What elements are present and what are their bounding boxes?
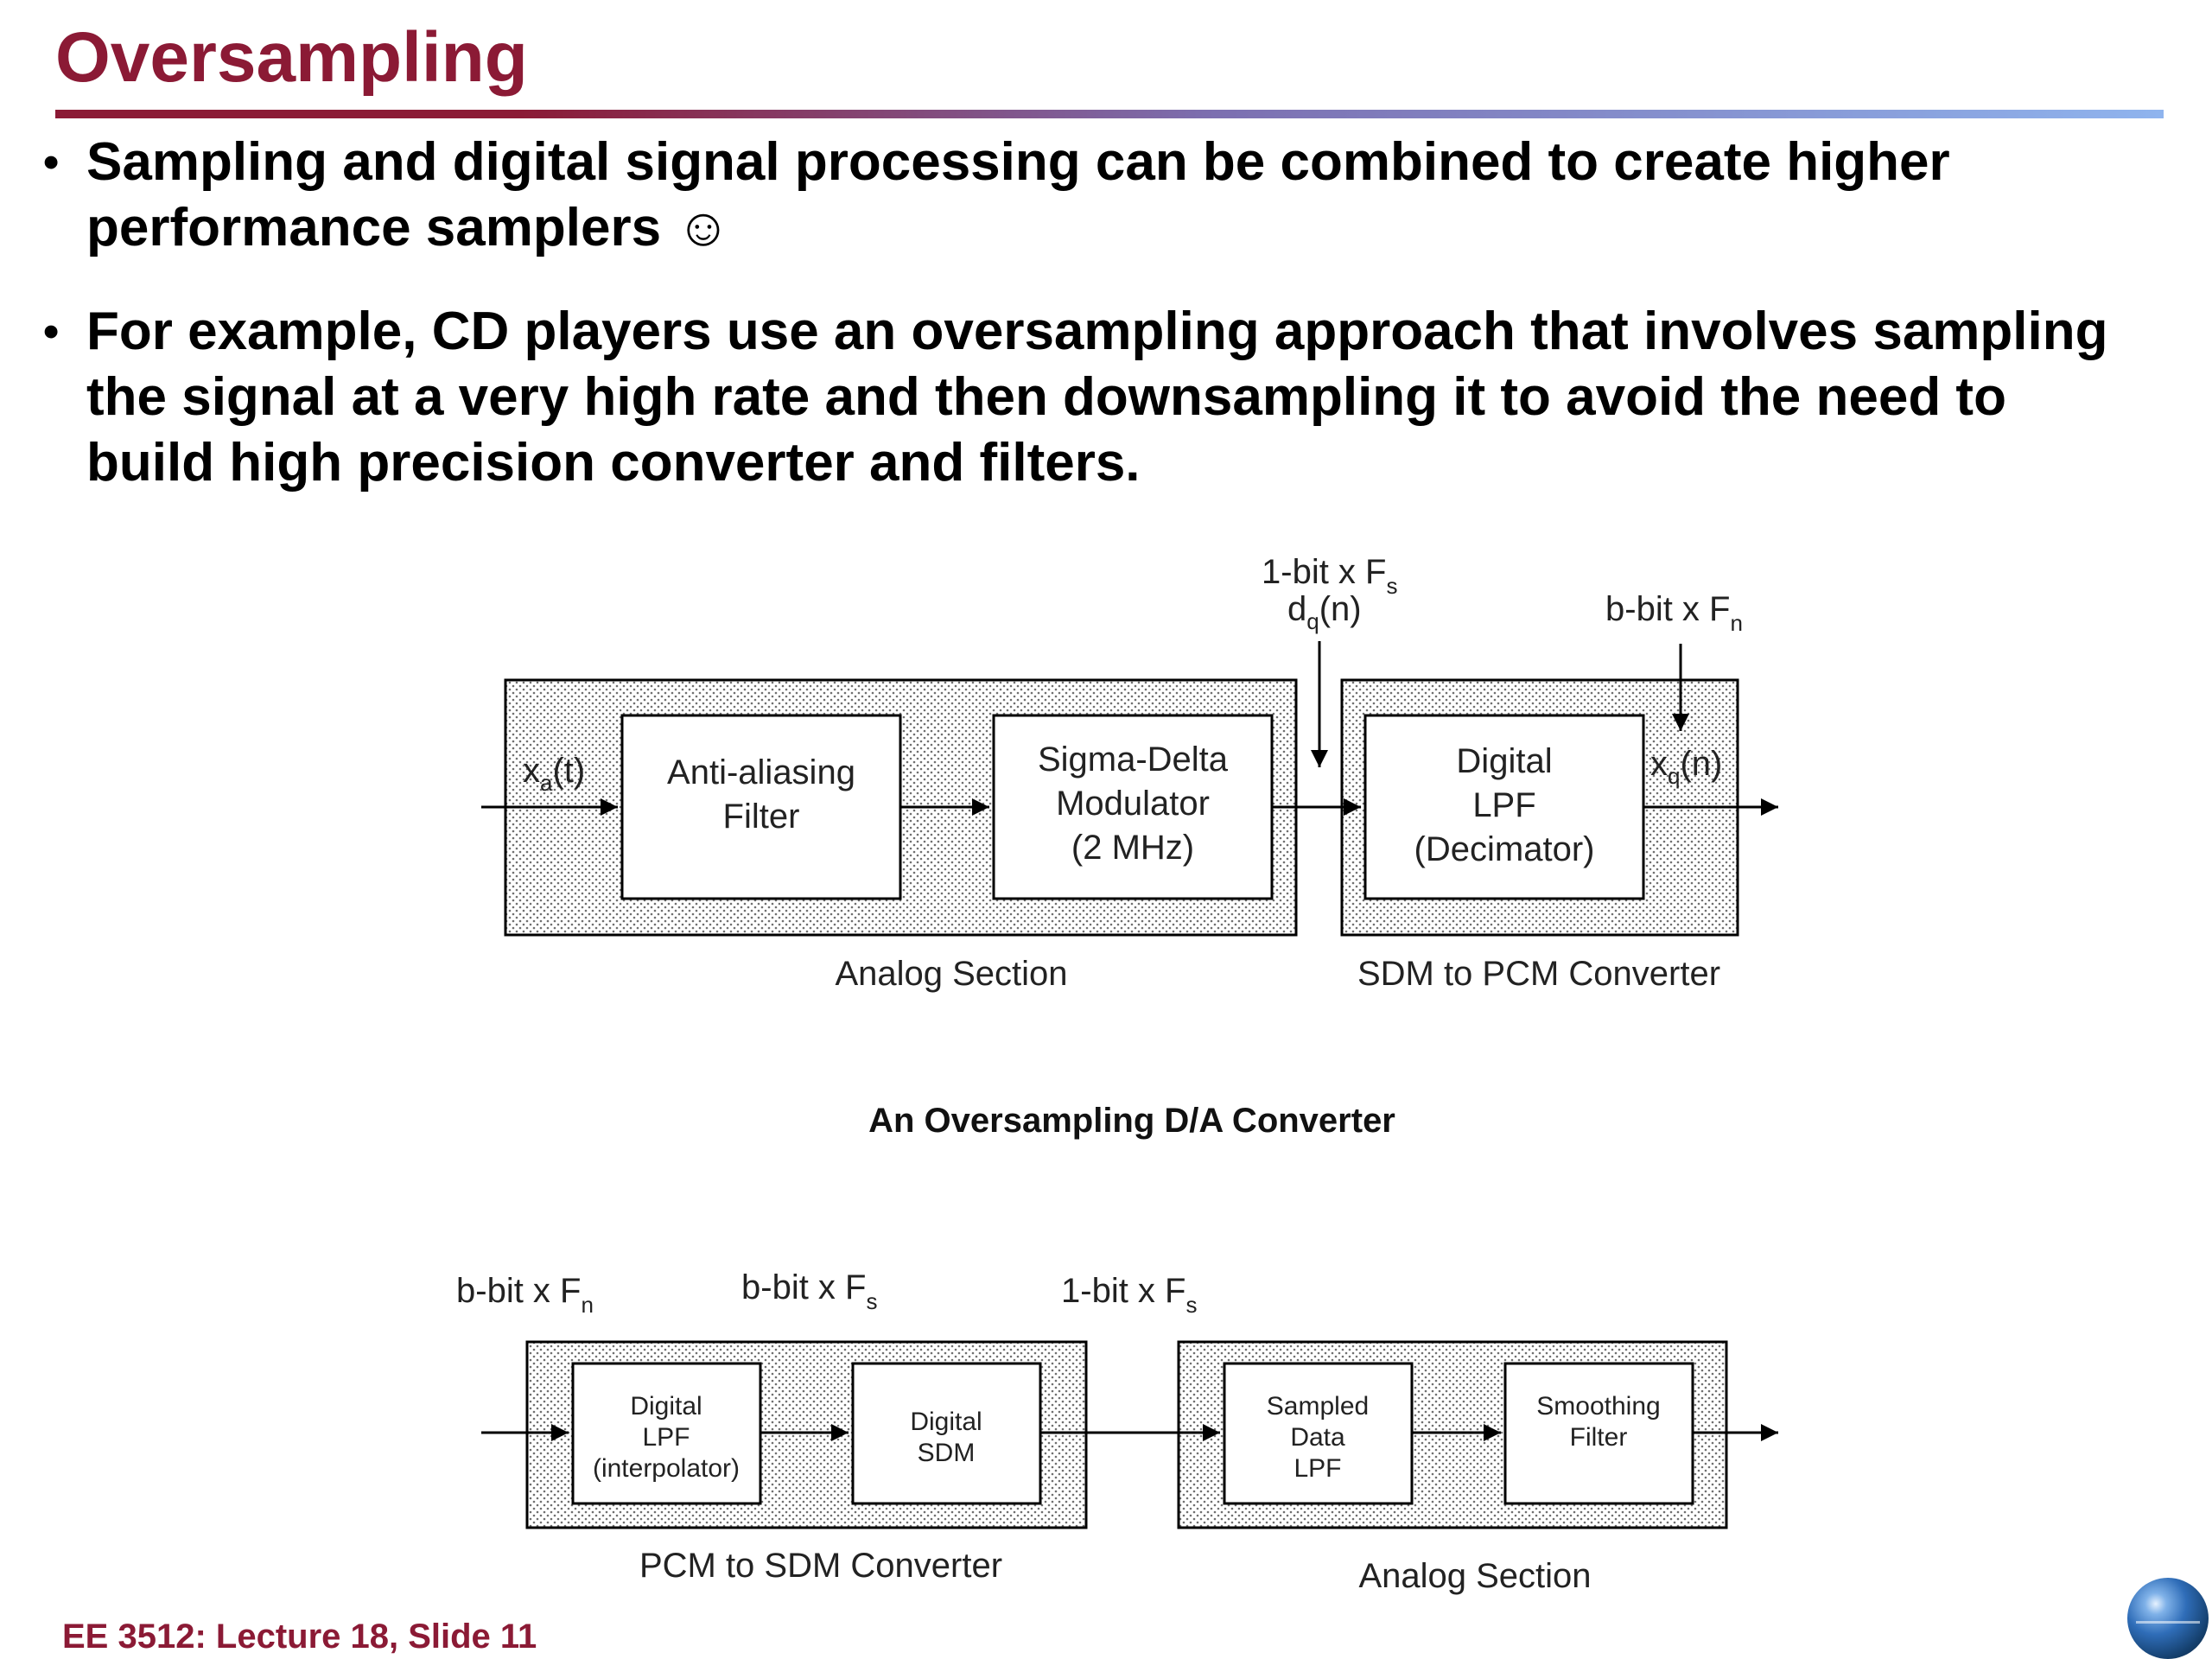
bullet-list: • Sampling and digital signal processing … — [35, 130, 2143, 534]
digital-sdm-block — [851, 1362, 1042, 1505]
bullet-dot: • — [43, 307, 60, 357]
section-label-analog-2: Analog Section — [1358, 1557, 1591, 1595]
block-label: Modulator — [1056, 785, 1210, 823]
bullet-item: • Sampling and digital signal processing … — [35, 130, 2143, 261]
diagram-1-labels: 1-bit x Fs dq(n) b-bit x Fn xa(t) xq(n) … — [523, 553, 1743, 1140]
rate-label-1bit-fs: 1-bit x Fs — [1262, 553, 1397, 599]
block-label: Filter — [723, 798, 800, 836]
block-label: Digital — [630, 1392, 702, 1421]
block-label: LPF — [1294, 1454, 1341, 1483]
block-label: Filter — [1570, 1423, 1628, 1452]
section-label-analog: Analog Section — [835, 955, 1067, 993]
block-label: Digital — [910, 1408, 982, 1436]
sigma-delta-modulator-block — [992, 714, 1274, 900]
block-label: Data — [1290, 1423, 1345, 1452]
title-underline — [55, 110, 2164, 118]
anti-aliasing-filter-block — [620, 714, 902, 900]
rate-label-bbit-fs: b-bit x Fs — [741, 1268, 877, 1314]
block-label: Sampled — [1267, 1392, 1369, 1421]
rate-label-bbit-fn: b-bit x Fn — [456, 1272, 594, 1318]
output-signal-label: xq(n) — [1650, 745, 1722, 789]
diagram-2-labels: b-bit x Fn b-bit x Fs 1-bit x Fs — [456, 1268, 1197, 1318]
diagram-caption: An Oversampling D/A Converter — [868, 1102, 1395, 1140]
diagram-1 — [481, 641, 1778, 937]
bullet-text: Sampling and digital signal processing c… — [86, 132, 1950, 257]
block-label: Smoothing — [1536, 1392, 1660, 1421]
section-label-sdm-to-pcm: SDM to PCM Converter — [1357, 955, 1720, 993]
block-label: Digital — [1456, 742, 1552, 780]
smoothing-filter-block — [1503, 1362, 1694, 1505]
section-label-pcm-to-sdm: PCM to SDM Converter — [639, 1547, 1002, 1585]
digital-lpf-decimator-block — [1363, 714, 1645, 900]
bullet-text: For example, CD players use an oversampl… — [86, 302, 2108, 493]
bullet-item: • For example, CD players use an oversamp… — [35, 299, 2143, 496]
digital-lpf-interpolator-block — [571, 1362, 762, 1505]
block-label: SDM — [918, 1439, 976, 1467]
block-label: Sigma-Delta — [1038, 741, 1229, 779]
diagram-2 — [481, 1340, 1778, 1529]
dq-signal-label: dq(n) — [1287, 590, 1362, 634]
block-label: LPF — [1472, 786, 1535, 824]
block-label: (2 MHz) — [1071, 829, 1194, 867]
diagram-2-block-labels: Digital LPF (interpolator) Digital SDM S… — [593, 1392, 1661, 1483]
diagram-2-section-labels: PCM to SDM Converter Analog Section — [639, 1547, 1592, 1595]
bullet-dot: • — [43, 137, 60, 188]
block-label: LPF — [642, 1423, 690, 1452]
slide-footer: EE 3512: Lecture 18, Slide 11 — [62, 1618, 537, 1656]
globe-icon — [2127, 1578, 2209, 1659]
input-signal-label: xa(t) — [523, 752, 585, 796]
rate-label-1bit-fs: 1-bit x Fs — [1061, 1272, 1197, 1318]
block-label: (interpolator) — [593, 1454, 740, 1483]
block-label: Anti-aliasing — [667, 753, 855, 791]
slide-title: Oversampling — [55, 18, 528, 97]
rate-label-bbit-fn: b-bit x Fn — [1605, 590, 1743, 636]
block-label: (Decimator) — [1414, 830, 1595, 868]
